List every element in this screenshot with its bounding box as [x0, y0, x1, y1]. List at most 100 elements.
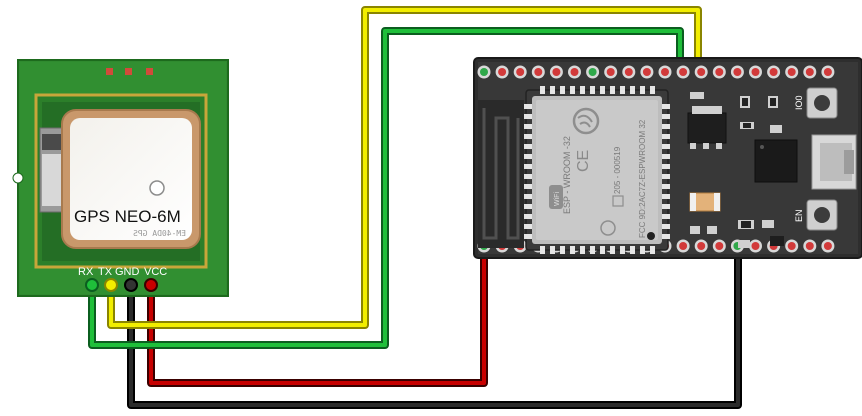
pin-pad: [642, 68, 651, 76]
module-castellation: [560, 246, 565, 254]
module-castellation: [524, 224, 532, 229]
pin-pad: [769, 68, 778, 76]
module-castellation: [662, 174, 670, 179]
module-castellation: [570, 86, 575, 94]
pin-pad: [516, 68, 525, 76]
module-castellation: [590, 86, 595, 94]
pin-pad: [733, 68, 742, 76]
module-castellation: [662, 134, 670, 139]
module-castellation: [524, 194, 532, 199]
pin-pad: [570, 68, 579, 76]
gps-module: GPS NEO-6M EM-40DA GPS RX TX GND VCC: [12, 59, 229, 297]
module-castellation: [560, 86, 565, 94]
module-castellation: [662, 124, 670, 129]
module-castellation: [524, 234, 532, 239]
certification-icon: [600, 220, 616, 236]
module-castellation: [580, 86, 585, 94]
module-castellation: [662, 184, 670, 189]
pin-pad: [679, 68, 688, 76]
module-castellation: [650, 86, 655, 94]
module-castellation: [630, 86, 635, 94]
pin-pad: [697, 68, 706, 76]
module-castellation: [540, 86, 545, 94]
module-castellation: [600, 86, 605, 94]
module-castellation: [524, 134, 532, 139]
module-castellation: [662, 164, 670, 169]
io0-button[interactable]: [806, 87, 838, 119]
module-castellation: [570, 246, 575, 254]
pin-pad: [498, 68, 507, 76]
module-castellation: [620, 246, 625, 254]
module-name-text: ESP - WROOM -32: [562, 136, 572, 214]
pin-pad: [805, 242, 814, 250]
pin-pad: [661, 68, 669, 76]
module-castellation: [662, 204, 670, 209]
ce-mark-icon: CE: [575, 150, 592, 172]
module-castellation: [662, 224, 670, 229]
gps-title: GPS NEO-6M: [74, 207, 181, 226]
top-pin-header: [477, 65, 835, 79]
gps-pin-gnd[interactable]: [124, 278, 138, 292]
pin-pad: [823, 242, 832, 250]
module-castellation: [640, 86, 645, 94]
module-castellation: [600, 246, 605, 254]
gps-pin-vcc[interactable]: [144, 278, 158, 292]
module-castellation: [650, 246, 655, 254]
en-button[interactable]: [806, 199, 838, 231]
module-castellation: [610, 86, 615, 94]
module-castellation: [662, 154, 670, 159]
module-castellation: [550, 246, 555, 254]
antenna-feed-point: [149, 180, 165, 196]
module-cert-text: 205 - 000519: [613, 146, 622, 194]
io0-button-label: IO0: [794, 95, 804, 110]
module-castellation: [590, 246, 595, 254]
module-castellation: [524, 154, 532, 159]
micro-usb-port[interactable]: [811, 134, 857, 190]
pin-pad: [751, 68, 760, 76]
module-castellation: [640, 246, 645, 254]
module-castellation: [524, 164, 532, 169]
pin-pad: [751, 242, 760, 250]
led-2: [125, 68, 132, 75]
pin-pad: [715, 68, 724, 76]
pin-pad: [534, 68, 543, 76]
gps-pin-tx[interactable]: [104, 278, 118, 292]
pcb-antenna: [478, 100, 524, 248]
module-castellation: [630, 246, 635, 254]
module-castellation: [662, 104, 670, 109]
module-castellation: [524, 184, 532, 189]
module-castellation: [524, 124, 532, 129]
module-castellation: [662, 114, 670, 119]
wires: [88, 6, 742, 409]
module-castellation: [662, 194, 670, 199]
module-fcc-text: FCC 9D:2AC7Z-ESPWROOM 32: [638, 119, 647, 238]
en-button-label: EN: [794, 209, 804, 222]
wifi-badge-text: WiFi: [554, 192, 561, 206]
pin-label-gnd: GND: [115, 266, 140, 278]
module-castellation: [540, 246, 545, 254]
module-castellation: [524, 144, 532, 149]
module-castellation: [662, 234, 670, 239]
pin-pad: [787, 68, 796, 76]
pin-label-rx: RX: [78, 266, 94, 278]
pin-pad: [552, 68, 561, 76]
pin-pad: [624, 68, 633, 76]
pin-pad: [805, 68, 814, 76]
module-castellation: [524, 214, 532, 219]
voltage-regulator: [687, 112, 727, 144]
wifi-badge: [549, 185, 563, 209]
module-castellation: [524, 174, 532, 179]
led-3: [146, 68, 153, 75]
pin-pad: [787, 242, 796, 250]
module-castellation: [580, 246, 585, 254]
module-castellation: [610, 246, 615, 254]
led-1: [106, 68, 113, 75]
pin-pad: [606, 68, 615, 76]
module-castellation: [524, 114, 532, 119]
gps-pin-rx[interactable]: [85, 278, 99, 292]
gps-mirrored-text: EM-40DA GPS: [133, 229, 186, 238]
esp32-board: ESP - WROOM -32 FCC 9D:2AC7Z-ESPWROOM 32…: [473, 57, 862, 259]
pin-pad: [697, 242, 706, 250]
pin-pad: [823, 68, 832, 76]
